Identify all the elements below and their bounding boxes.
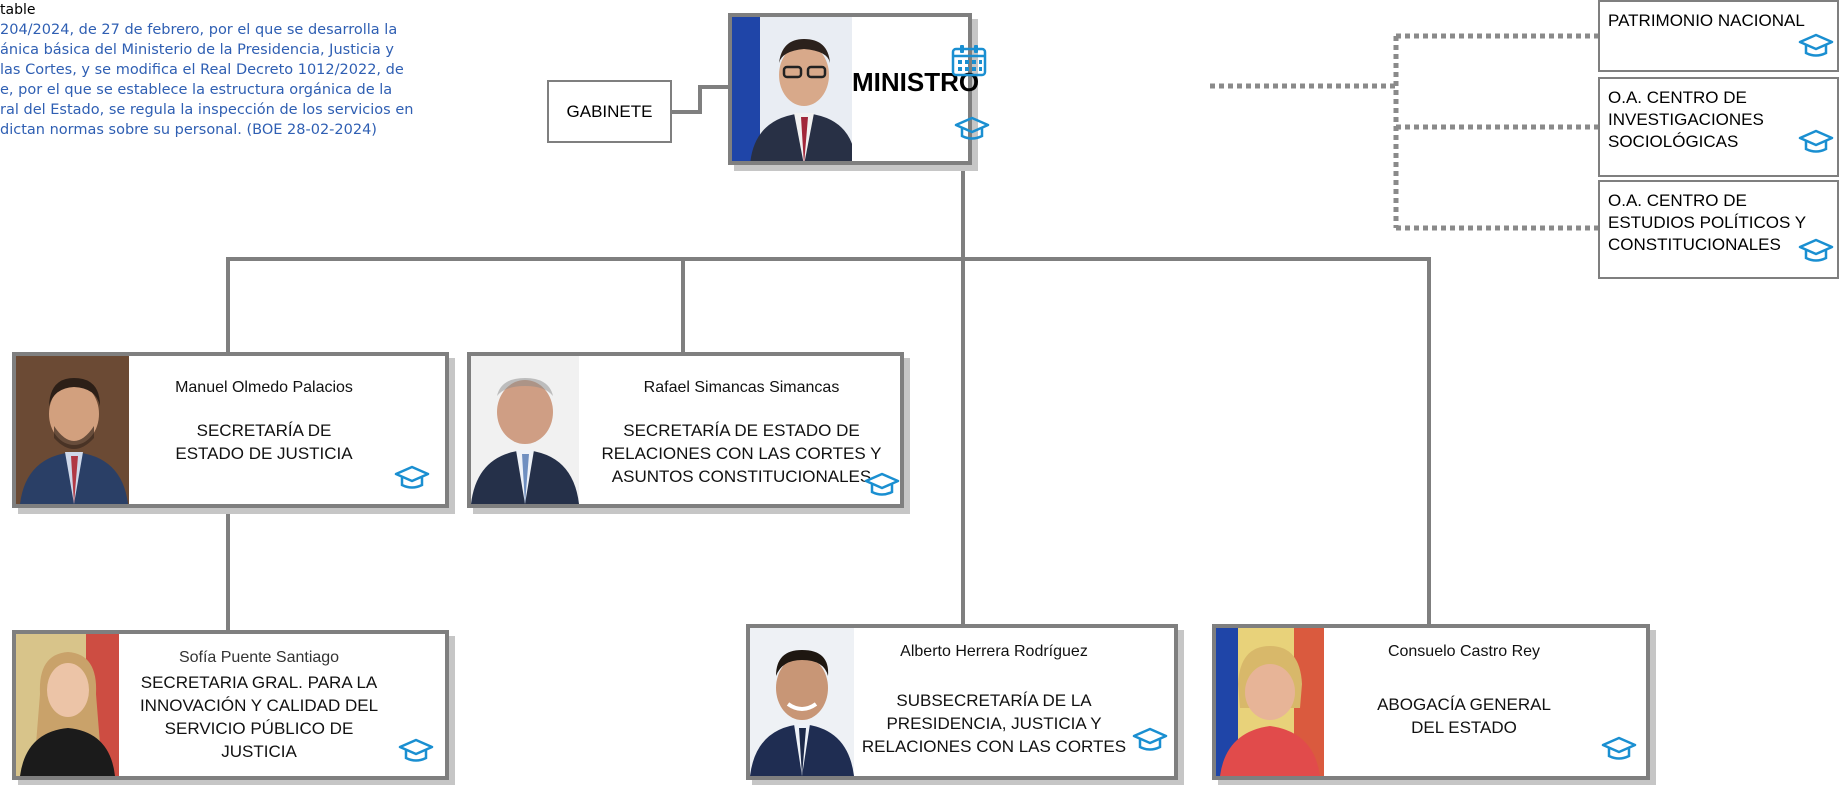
person-photo [16,356,129,504]
gabinete-label: GABINETE [566,102,653,121]
minister-box[interactable]: MINISTRO [728,13,990,165]
unit-subsecretaria[interactable]: Alberto Herrera Rodríguez SUBSECRETARÍA … [746,624,1178,780]
agency-cepc[interactable]: O.A. CENTRO DE ESTUDIOS POLÍTICOS Y CONS… [1598,180,1839,279]
person-photo [1216,628,1324,776]
person-photo [750,628,854,776]
unit-text: Manuel Olmedo Palacios SECRETARÍA DE EST… [129,376,399,465]
minister-title: MINISTRO [852,67,980,97]
legal-line: ánica básica del Ministerio de la Presid… [0,42,394,58]
unit-text: Sofía Puente Santiago SECRETARIA GRAL. P… [119,646,399,763]
person-name: Sofía Puente Santiago [178,649,340,666]
unit-text: Rafael Simancas Simancas SECRETARÍA DE E… [579,376,904,488]
person-name: Consuelo Castro Rey [1387,643,1541,660]
unit-sg-innovacion[interactable]: Sofía Puente Santiago SECRETARIA GRAL. P… [12,630,449,780]
unit-se-justicia[interactable]: Manuel Olmedo Palacios SECRETARÍA DE EST… [12,352,449,508]
unit-title: SECRETARÍA DE ESTADO DE JUSTICIA [175,421,353,463]
graduation-cap-icon[interactable] [954,115,990,141]
unit-text: Alberto Herrera Rodríguez SUBSECRETARÍA … [854,640,1134,758]
unit-title: SECRETARIA GRAL. PARA LA INNOVACIÓN Y CA… [139,673,379,761]
legal-text: 204/2024, de 27 de febrero, por el que s… [0,20,515,140]
connector-gabinete [672,85,728,114]
agency-patrimonio[interactable]: PATRIMONIO NACIONAL [1598,0,1839,72]
agency-label: O.A. CENTRO DE INVESTIGACIONES SOCIOLÓGI… [1608,88,1764,151]
graduation-cap-icon[interactable] [1132,726,1168,752]
unit-se-relaciones-cortes[interactable]: Rafael Simancas Simancas SECRETARÍA DE E… [467,352,904,508]
agency-label: PATRIMONIO NACIONAL [1608,11,1805,30]
graduation-cap-icon[interactable] [1798,237,1834,263]
minister-photo [732,17,852,161]
legal-line: ral del Estado, se regula la inspección … [0,102,414,118]
graduation-cap-icon[interactable] [1601,735,1637,761]
graduation-cap-icon[interactable] [1798,32,1834,58]
agency-label: O.A. CENTRO DE ESTUDIOS POLÍTICOS Y CONS… [1608,191,1807,254]
legal-line: dictan normas sobre su personal. (BOE 28… [0,122,377,138]
legal-header: table [0,2,36,18]
legal-line: 204/2024, de 27 de febrero, por el que s… [0,22,398,38]
graduation-cap-icon[interactable] [398,737,434,763]
legal-line: las Cortes, y se modifica el Real Decret… [0,62,404,78]
person-photo [16,634,119,776]
unit-title: SECRETARÍA DE ESTADO DE RELACIONES CON L… [601,421,882,486]
graduation-cap-icon[interactable] [1798,128,1834,154]
legal-reference: table 204/2024, de 27 de febrero, por el… [0,0,515,140]
unit-title: ABOGACÍA GENERAL DEL ESTADO [1377,695,1551,737]
gabinete-box[interactable]: GABINETE [547,80,672,143]
person-name: Rafael Simancas Simancas [643,379,840,396]
person-photo [471,356,579,504]
person-name: Alberto Herrera Rodríguez [900,643,1088,660]
graduation-cap-icon[interactable] [864,471,900,497]
graduation-cap-icon[interactable] [394,464,430,490]
unit-text: Consuelo Castro Rey ABOGACÍA GENERAL DEL… [1324,640,1604,739]
agency-cis[interactable]: O.A. CENTRO DE INVESTIGACIONES SOCIOLÓGI… [1598,77,1839,177]
unit-title: SUBSECRETARÍA DE LA PRESIDENCIA, JUSTICI… [861,691,1127,756]
legal-line: e, por el que se establece la estructura… [0,82,393,98]
person-name: Manuel Olmedo Palacios [175,379,353,396]
calendar-icon[interactable] [950,44,988,78]
unit-abogacia-general[interactable]: Consuelo Castro Rey ABOGACÍA GENERAL DEL… [1212,624,1650,780]
